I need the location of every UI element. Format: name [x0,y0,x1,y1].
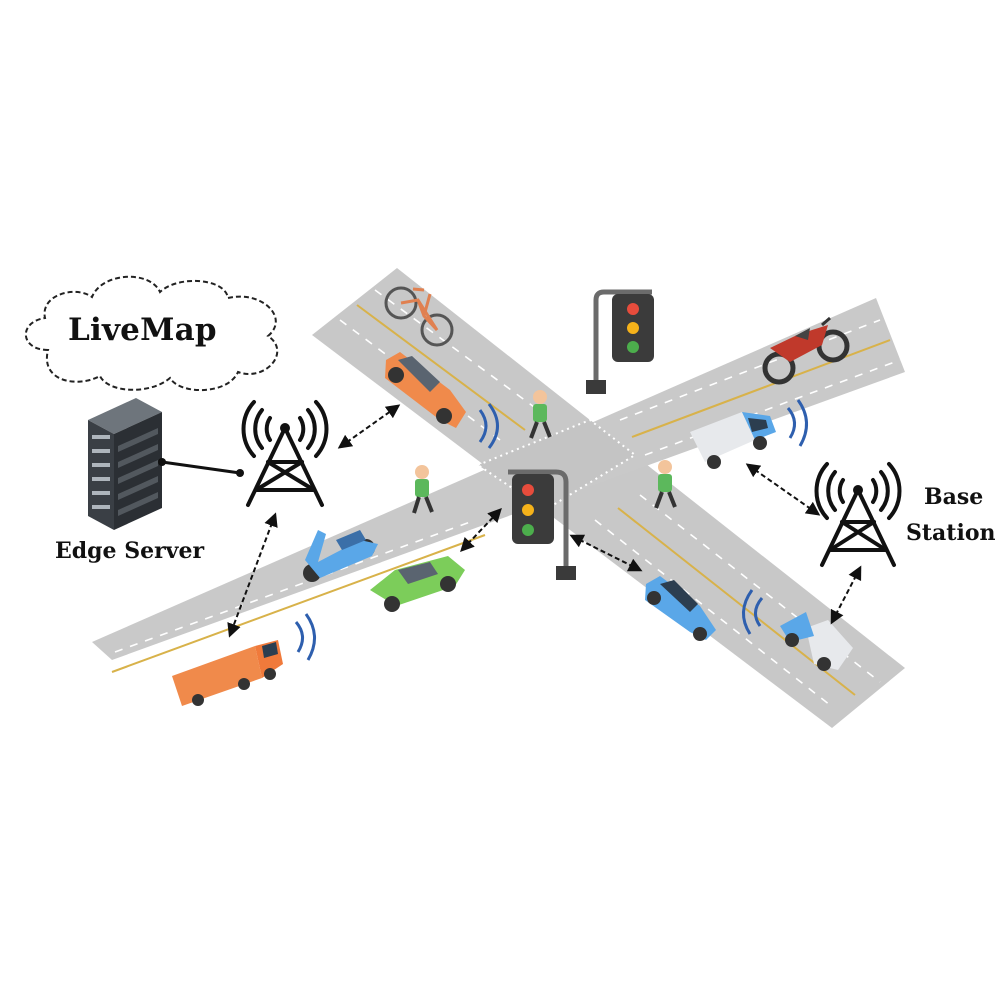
scooter-icon [303,530,378,582]
truck-icon [780,612,853,671]
bicycle-icon [384,286,454,347]
wireless-signal-icon [294,399,808,661]
truck-icon [172,640,283,706]
cloud-label: LiveMap [68,312,217,348]
base-station-label-line1: Base [924,484,984,510]
cell-tower-icon [241,400,329,507]
base-station-label-line2: Station [906,520,996,546]
edge-server-label: Edge Server [55,538,205,564]
car-icon [385,352,466,428]
traffic-light-icon [508,469,576,580]
pedestrian-icon [529,390,552,439]
car-icon [370,556,465,612]
pedestrian-icon [412,465,434,514]
truck-icon [690,412,776,469]
car-icon [645,576,716,641]
server-rack-icon [88,398,162,530]
base-station-tower-icon [814,462,902,567]
traffic-light-icon [586,289,654,394]
cloud-icon [24,275,279,391]
motorcycle-icon [762,316,850,385]
server-tower-link [161,460,241,475]
bidirectional-arrow-icon [227,404,862,638]
pedestrian-icon [654,460,677,509]
